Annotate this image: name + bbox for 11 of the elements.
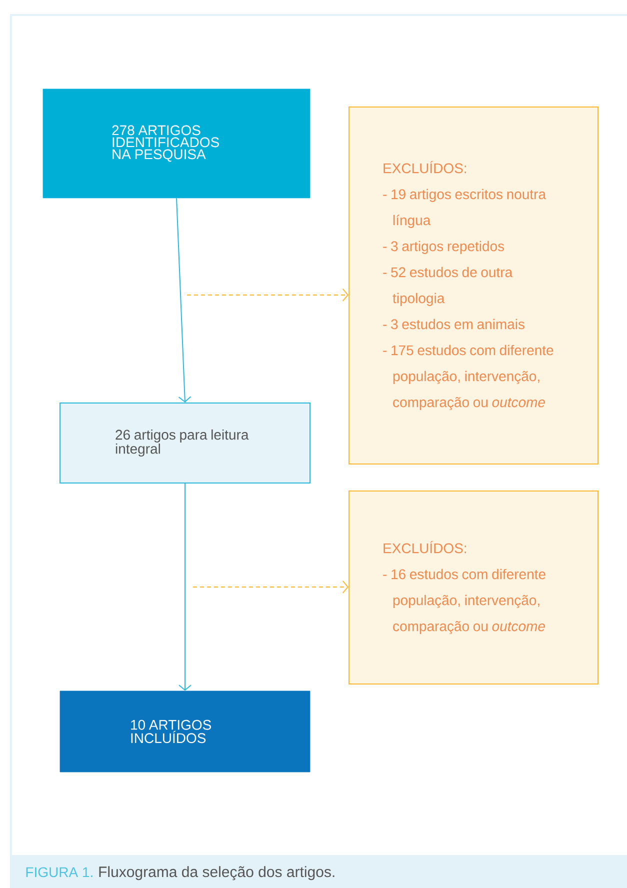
arrow	[178, 483, 192, 691]
caption: Fluxograma da seleção dos artigos.	[99, 866, 334, 880]
process-box: 26 artigos para leitura integral	[60, 402, 310, 484]
result-box: 10 ARTIGOS INCLUÍDOS	[60, 690, 310, 772]
arrow	[192, 580, 348, 594]
process-box: 278 ARTIGOS IDENTIFICADOS NA PESQUISA	[42, 88, 310, 198]
arrow	[176, 198, 192, 402]
exclusion-box: EXCLUÍDOS: - 16 estudos com diferente população, intervenção, comparação ou outcome	[348, 490, 598, 684]
arrow	[186, 288, 348, 302]
exclusion-box: EXCLUÍDOS: - 19 artigos escritos noutra língua - 3 artigos repetidos - 52 estudos de outra tipologia - 3 estudos em animais - 175 estudos com diferente população, intervenção, comparação ou outcome	[348, 106, 598, 464]
figure-number: FIGURA 1.	[26, 867, 92, 878]
